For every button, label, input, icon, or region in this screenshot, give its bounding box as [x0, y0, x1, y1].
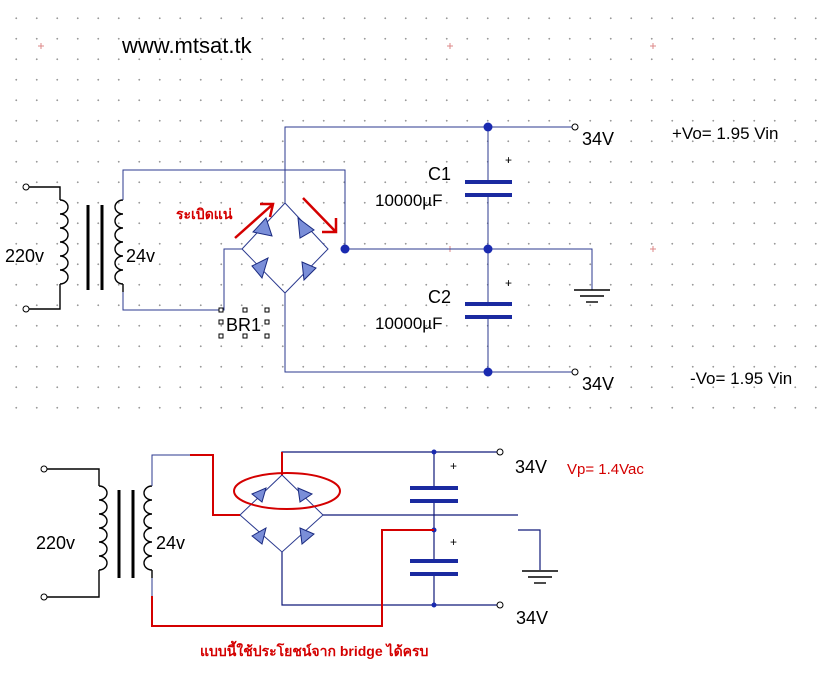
secondary-winding-2	[143, 485, 153, 578]
c2-label: C2	[428, 287, 451, 307]
primary-voltage-label-2: 220v	[36, 533, 75, 553]
c4-plus: +	[450, 535, 457, 549]
grid-markers	[38, 43, 656, 252]
red-rewire-bottom	[151, 529, 434, 627]
bridge-label: BR1	[226, 315, 261, 335]
c3-plus: +	[450, 459, 457, 473]
dot-grid-background	[0, 0, 830, 420]
bottom-output-pos: 34V	[515, 457, 547, 477]
c2-value: 10000µF	[375, 314, 442, 333]
red-annotation-arrows	[234, 197, 338, 239]
c1-plus: +	[505, 153, 512, 167]
c1-label: C1	[428, 164, 451, 184]
top-output-neg: 34V	[582, 374, 614, 394]
output-terminal-neg	[571, 368, 579, 376]
br1-selection-handles	[218, 307, 270, 339]
primary-winding	[59, 199, 69, 292]
secondary-voltage-label-2: 24v	[156, 533, 185, 553]
top-output-pos: 34V	[582, 129, 614, 149]
c1-value: 10000µF	[375, 191, 442, 210]
site-title: www.mtsat.tk	[121, 33, 253, 58]
secondary-voltage-label: 24v	[126, 246, 155, 266]
primary-terminal-bottom	[22, 305, 30, 313]
ground-symbol	[574, 289, 610, 303]
top-circuit	[22, 122, 610, 377]
red-circle-highlight	[233, 472, 341, 510]
primary-voltage-label: 220v	[5, 246, 44, 266]
junction-node	[340, 244, 350, 254]
bridge-br1	[251, 216, 317, 282]
output-terminal-pos	[571, 123, 579, 131]
bottom-output-neg: 34V	[516, 608, 548, 628]
ground-symbol-2	[522, 570, 558, 584]
vo-plus-formula: +Vo= 1.95 Vin	[672, 124, 779, 143]
primary-terminal-top	[22, 183, 30, 191]
thai-note-top: ระเบิดแน่	[176, 206, 233, 222]
bridge-2	[251, 487, 315, 545]
primary-winding-2	[98, 485, 108, 578]
secondary-winding	[114, 199, 124, 292]
thai-note-bottom: แบบนี้ใช้ประโยชน์จาก bridge ได้ครบ	[200, 640, 429, 659]
vp-formula: Vp= 1.4Vac	[567, 461, 644, 478]
c2-plus: +	[505, 276, 512, 290]
red-rewire-top	[190, 454, 240, 516]
vo-minus-formula: -Vo= 1.95 Vin	[690, 369, 792, 388]
bottom-circuit	[40, 448, 558, 627]
